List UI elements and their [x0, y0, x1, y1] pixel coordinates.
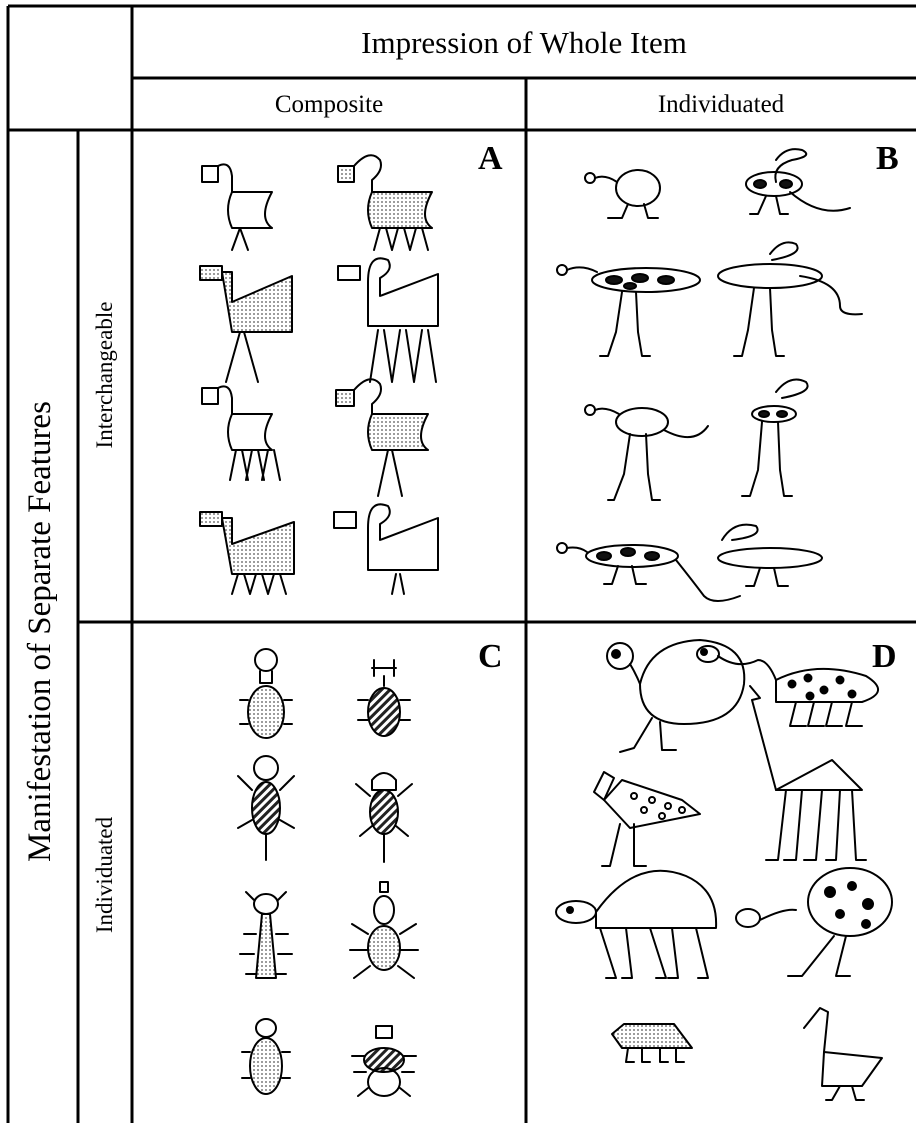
item-b7: [557, 543, 740, 601]
item-d7: [612, 1024, 692, 1062]
item-a6: [336, 379, 428, 496]
item-b4: [718, 242, 862, 356]
item-a1: [202, 164, 272, 250]
item-b1: [585, 170, 660, 218]
item-a2: [338, 155, 432, 250]
item-b5: [585, 405, 708, 500]
item-c1: [240, 649, 292, 738]
item-a5: [202, 386, 280, 480]
item-a8: [334, 504, 438, 594]
item-d8: [804, 1008, 882, 1100]
item-a7: [200, 512, 294, 594]
item-c8: [352, 1026, 416, 1096]
item-d1: [607, 640, 744, 752]
item-c7: [350, 882, 418, 978]
item-b6: [742, 380, 808, 496]
item-b2: [746, 149, 850, 214]
item-c2: [238, 756, 294, 860]
item-d3: [594, 772, 700, 866]
item-b8: [718, 525, 822, 586]
item-c5: [358, 660, 410, 736]
item-c4: [242, 1019, 290, 1094]
item-c3: [240, 892, 292, 978]
item-a3: [200, 266, 292, 382]
item-b3: [557, 265, 700, 356]
item-c6: [356, 773, 412, 862]
item-d5: [556, 871, 716, 978]
item-d6: [736, 868, 892, 976]
item-a4: [338, 258, 438, 382]
